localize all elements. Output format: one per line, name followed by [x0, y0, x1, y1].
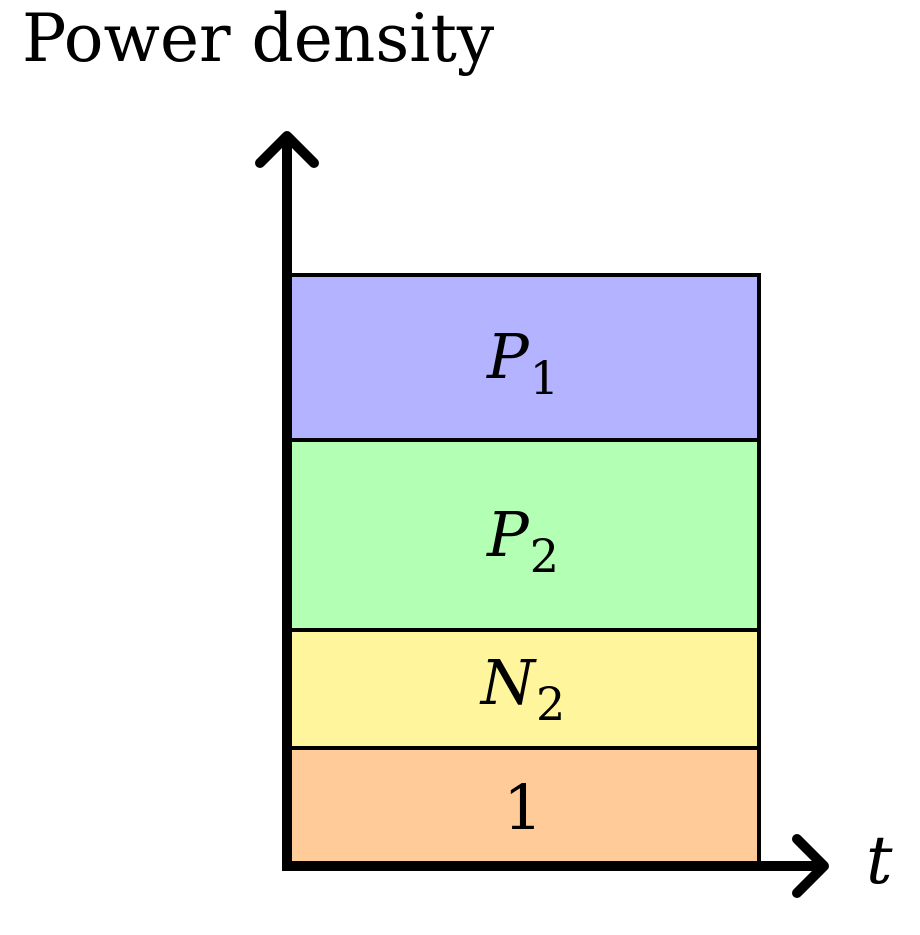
x-axis-arrowhead [792, 834, 829, 898]
y-axis-arrowhead [255, 131, 319, 168]
band-p2 [285, 438, 761, 632]
band-n2 [285, 628, 761, 750]
band-label-sub: 1 [529, 351, 559, 405]
band-label-p1: P1 [487, 326, 559, 402]
band-label-sub: 2 [529, 529, 559, 583]
band-label-p2: P2 [487, 504, 559, 580]
band-label-n2: N2 [481, 652, 566, 728]
band-label-main: P [487, 320, 529, 393]
band-label-sub: 2 [535, 677, 566, 731]
band-label-1: 1 [503, 777, 542, 839]
band-label-main: N [480, 646, 535, 719]
y-axis-label: Power density [22, 0, 495, 77]
band-1 [285, 746, 761, 868]
band-label-main: 1 [503, 771, 543, 844]
band-p1 [285, 273, 761, 442]
band-label-main: P [487, 498, 529, 571]
x-axis-label: t [866, 822, 893, 899]
